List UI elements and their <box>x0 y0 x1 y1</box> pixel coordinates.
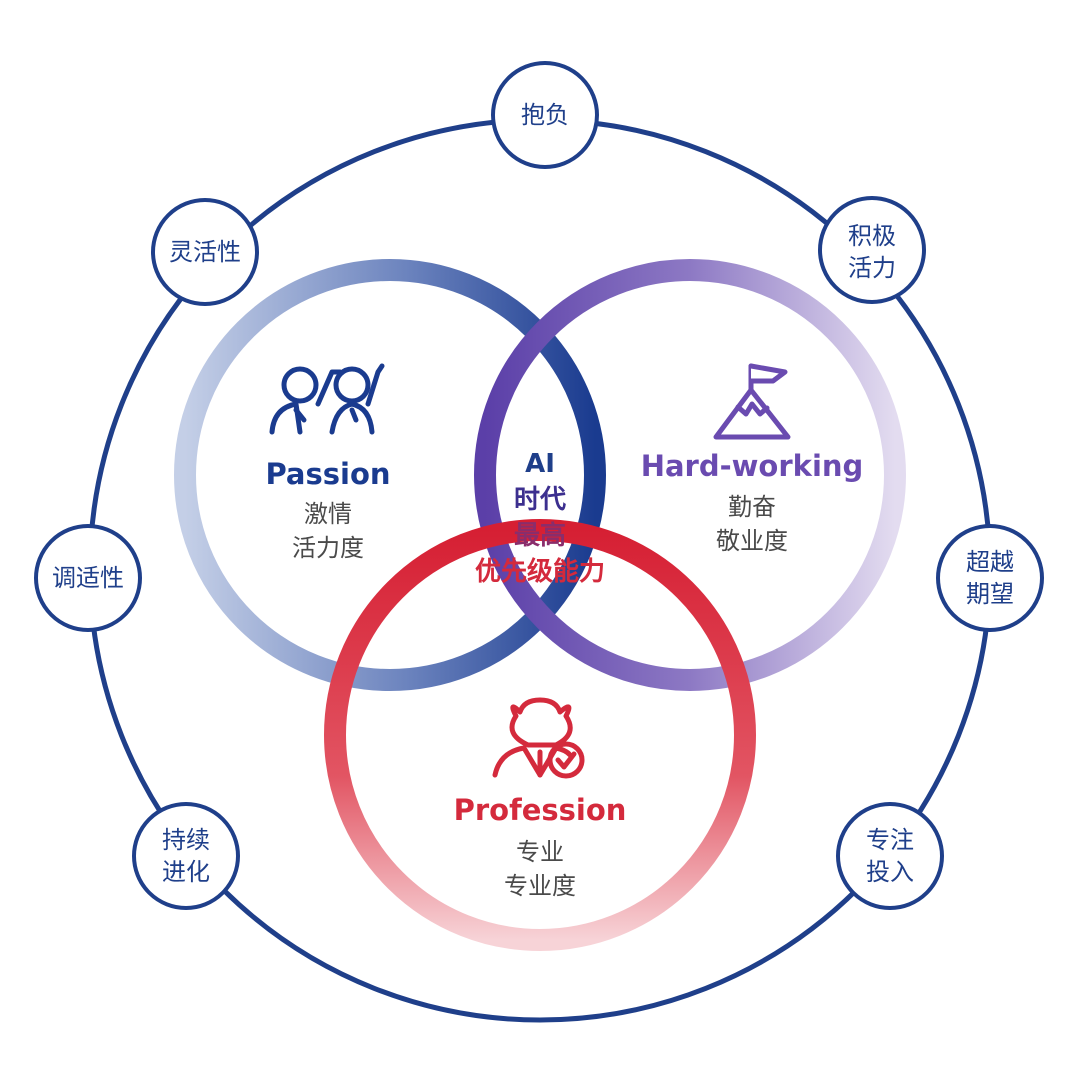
outer-node-label: 期望 <box>966 580 1014 608</box>
outer-node-label: 持续 <box>162 826 210 854</box>
outer-node-label: 活力 <box>848 254 896 282</box>
center-line-era: 时代 <box>514 485 566 515</box>
center-line-ai: AI <box>525 449 555 479</box>
outer-node-left[interactable]: 调适性 <box>34 524 142 632</box>
outer-node-label: 专注 <box>866 826 914 854</box>
hardworking-ring <box>474 259 906 691</box>
passion-ring <box>174 259 606 691</box>
venn-circles <box>174 259 906 951</box>
passion-subtitle-1: 激情 <box>304 500 352 528</box>
center-line-highest: 最高 <box>514 520 566 551</box>
passion-subtitle-2: 活力度 <box>292 534 364 562</box>
person-check-icon <box>492 697 585 779</box>
profession-title: Profession <box>454 793 627 827</box>
outer-node-bottom-left[interactable]: 持续 进化 <box>132 802 240 910</box>
outer-nodes: 抱负 积极 活力 超越 期望 专注 投入 持续 <box>34 61 1044 910</box>
center-line-priority: 优先级能力 <box>475 556 605 587</box>
outer-node-bottom-right[interactable]: 专注 投入 <box>836 802 944 910</box>
outer-node-top-left[interactable]: 灵活性 <box>151 198 259 306</box>
outer-node-label: 投入 <box>866 858 914 886</box>
outer-node-top-right[interactable]: 积极 活力 <box>818 196 926 304</box>
outer-node-label: 抱负 <box>521 101 569 129</box>
hardworking-subtitle-2: 敬业度 <box>716 527 788 555</box>
outer-node-right[interactable]: 超越 期望 <box>936 524 1044 632</box>
profession-label-group: Profession 专业 专业度 <box>454 793 627 900</box>
outer-node-label: 积极 <box>848 222 896 250</box>
outer-node-label: 调适性 <box>52 564 124 592</box>
two-people-celebrating-icon <box>269 363 385 435</box>
outer-node-top[interactable]: 抱负 <box>491 61 599 169</box>
hardworking-title: Hard-working <box>641 449 864 483</box>
outer-node-label: 进化 <box>162 858 210 886</box>
hardworking-label-group: Hard-working 勤奋 敬业度 <box>641 449 864 555</box>
passion-label-group: Passion 激情 活力度 <box>265 457 390 562</box>
passion-title: Passion <box>265 457 390 491</box>
profession-subtitle-1: 专业 <box>516 838 564 866</box>
profession-subtitle-2: 专业度 <box>504 872 576 900</box>
profession-ring <box>324 519 756 951</box>
outer-node-label: 灵活性 <box>169 238 241 266</box>
mountain-flag-icon <box>713 363 791 440</box>
center-label-group: AI 时代 最高 优先级能力 <box>475 449 605 587</box>
hardworking-subtitle-1: 勤奋 <box>728 493 776 521</box>
outer-node-label: 超越 <box>966 548 1014 576</box>
